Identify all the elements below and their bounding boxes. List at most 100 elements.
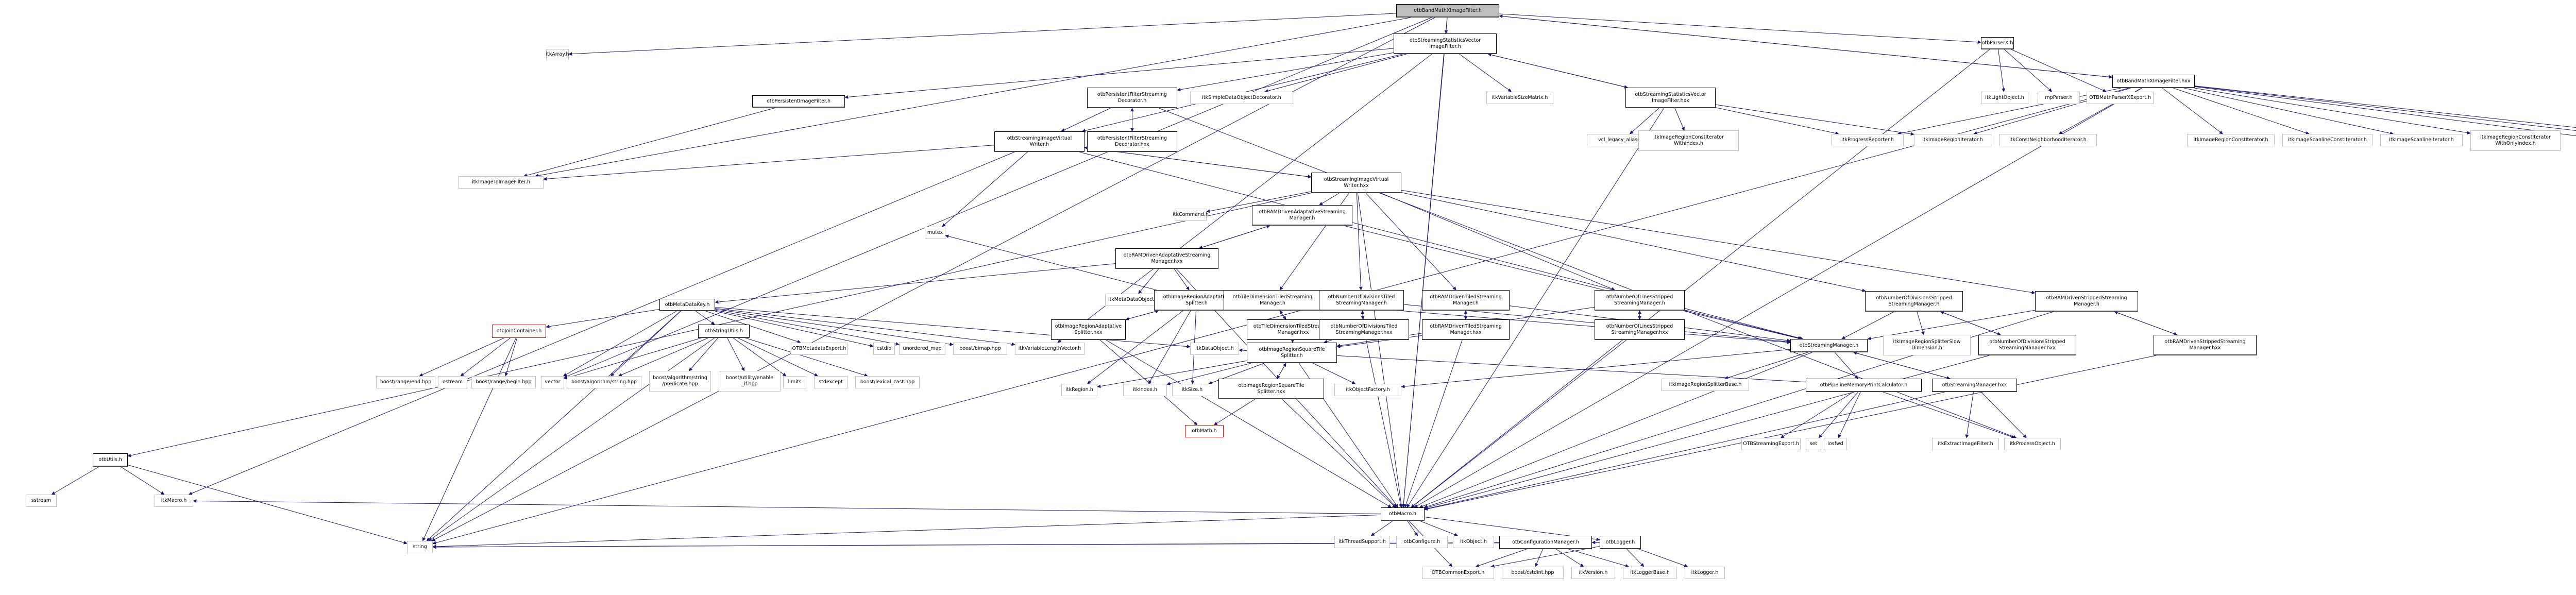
graph-node-siwv_h[interactable]: otbStreamingImageVirtual Writer.h xyxy=(994,131,1084,152)
graph-node-pmpc[interactable]: otbPipelineMemoryPrintCalculator.h xyxy=(1806,379,1922,392)
edge-nols_h-to-sm_h xyxy=(1682,310,1802,340)
graph-node-commonexport: OTBCommonExport.h xyxy=(1422,567,1494,579)
graph-node-iras_hxx[interactable]: otbImageRegionAdaptative Splitter.hxx xyxy=(1051,319,1126,340)
edge-siwv_hxx-to-itkcommand xyxy=(1206,191,1312,213)
graph-node-itkcommand: itkCommand.h xyxy=(1173,209,1209,221)
graph-node-rams_hxx[interactable]: otbRAMDrivenStrippedStreaming Manager.hx… xyxy=(2154,335,2257,355)
edge-root-to-parserx xyxy=(1499,13,1981,44)
edge-strutils-to-algpred xyxy=(689,337,718,371)
edge-nodt_hxx-to-otbmacro xyxy=(1366,339,1402,508)
graph-node-ircifi_b: itkImageRegionConstIterator WithOnlyInde… xyxy=(2470,130,2561,151)
edge-sm_h-to-objfactory xyxy=(1401,349,1791,388)
edge-mdkey-to-mdexport xyxy=(705,311,801,344)
graph-node-confmgr[interactable]: otbConfigurationManager.h xyxy=(1499,536,1592,549)
graph-node-pfsd_hxx[interactable]: otbPersistentFilterStreaming Decorator.h… xyxy=(1087,131,1177,152)
graph-node-persist_if[interactable]: otbPersistentImageFilter.h xyxy=(752,95,845,108)
graph-node-otblogger[interactable]: otbLogger.h xyxy=(1600,536,1641,549)
edge-mdkey-to-umap xyxy=(715,310,900,346)
edge-ramt_hxx-to-otbmacro xyxy=(1404,339,1463,508)
graph-node-otbmacro[interactable]: otbMacro.h xyxy=(1381,507,1425,521)
graph-node-nodt_h[interactable]: otbNumberOfDivisionsTiled StreamingManag… xyxy=(1319,290,1404,311)
graph-node-itklogger: itkLogger.h xyxy=(1685,567,1725,579)
edge-pmpc-to-streamexport xyxy=(1780,392,1854,438)
graph-node-otbutils[interactable]: otbUtils.h xyxy=(93,453,128,467)
edge-root-to-img2img xyxy=(535,17,1411,178)
graph-node-itkregion: itkRegion.h xyxy=(1061,384,1097,396)
graph-node-metadataobj: itkMetaDataObject.h xyxy=(1105,294,1162,306)
edge-irsts_h-to-objfactory xyxy=(1313,363,1356,384)
graph-node-ramadapt_hxx[interactable]: otbRAMDrivenAdaptativeStreaming Manager.… xyxy=(1115,248,1218,269)
edge-bmx_hxx-to-scanconst xyxy=(2173,88,2310,135)
graph-node-irsts_hxx[interactable]: otbImageRegionSquareTile Splitter.hxx xyxy=(1218,379,1324,399)
edge-joincont-to-rangeend xyxy=(419,337,504,377)
graph-node-string: string xyxy=(407,541,433,553)
graph-node-tdt_h[interactable]: otbTileDimensionTiledStreaming Manager.h xyxy=(1224,290,1321,311)
edge-siwv_hxx-to-siwv_h xyxy=(1084,146,1312,178)
graph-node-mdkey[interactable]: otbMetaDataKey.h xyxy=(659,299,715,311)
graph-node-ramadapt_h[interactable]: otbRAMDrivenAdaptativeStreaming Manager.… xyxy=(1252,205,1352,226)
graph-node-otbconfigure: otbConfigure.h xyxy=(1396,536,1448,548)
graph-node-set: set xyxy=(1806,438,1821,450)
graph-node-sm_hxx[interactable]: otbStreamingManager.hxx xyxy=(1932,379,2017,392)
edge-ssvif_hxx-to-otbmacro xyxy=(1406,108,1665,508)
edge-joincont-to-ostream xyxy=(460,337,511,377)
edge-ssvif_hxx-to-progress xyxy=(1715,107,1839,135)
edge-strutils-to-vector xyxy=(564,337,702,380)
graph-node-otbmath[interactable]: otbMath.h xyxy=(1185,425,1224,437)
graph-node-ramt_hxx[interactable]: otbRAMDrivenTiledStreaming Manager.hxx xyxy=(1422,319,1510,340)
graph-node-objfactory: itkObjectFactory.h xyxy=(1334,384,1401,396)
graph-node-mdexport: OTBMetadataExport.h xyxy=(791,343,848,355)
graph-node-nodt_hxx[interactable]: otbNumberOfDivisionsTiled StreamingManag… xyxy=(1319,319,1409,340)
graph-node-joincont[interactable]: otbJoinContainer.h xyxy=(492,325,546,338)
edge-sm_hxx-to-sm_h xyxy=(1853,351,1950,379)
graph-node-itksize: itkSize.h xyxy=(1172,384,1212,396)
edge-ssvif_hxx-to-regioniter xyxy=(1715,104,1914,136)
edge-strutils-to-enableif xyxy=(727,337,745,371)
graph-node-rams_h[interactable]: otbRAMDrivenStrippedStreaming Manager.h xyxy=(2035,291,2138,312)
graph-node-nols_hxx[interactable]: otbNumberOfLinesStripped StreamingManage… xyxy=(1595,319,1685,340)
graph-node-sm_h[interactable]: otbStreamingManager.h xyxy=(1790,339,1868,352)
edge-confmgr-to-loggerbase xyxy=(1568,549,1629,568)
graph-node-itkindex: itkIndex.h xyxy=(1123,384,1167,396)
graph-node-strutils[interactable]: otbStringUtils.h xyxy=(698,325,750,338)
graph-node-ssvif_h[interactable]: otbStreamingStatisticsVector ImageFilter… xyxy=(1394,33,1497,54)
graph-node-constnbh: itkConstNeighborhoodIterator.h xyxy=(1999,134,2097,146)
graph-node-bimap: boost/bimap.hpp xyxy=(953,343,1007,355)
edge-joincont-to-rangebegin xyxy=(504,337,518,377)
graph-node-cstdint: boost/cstdint.hpp xyxy=(1502,567,1564,579)
graph-node-root[interactable]: otbBandMathXImageFilter.h xyxy=(1396,4,1499,18)
edge-ramadapt_hxx-to-mdkey xyxy=(715,263,1116,304)
graph-node-ramt_h[interactable]: otbRAMDrivenTiledStreaming Manager.h xyxy=(1422,290,1510,311)
edge-otbutils-to-itkmacro xyxy=(121,466,165,495)
edge-strutils-to-limits xyxy=(733,337,787,377)
edge-otblogger-to-loggerbase xyxy=(1626,549,1645,567)
graph-node-nods_hxx[interactable]: otbNumberOfDivisionsStripped StreamingMa… xyxy=(1978,335,2076,355)
edge-nods_hxx-to-nods_h xyxy=(1940,311,2001,335)
edge-iras_hxx-to-iras_h xyxy=(1125,310,1159,320)
edge-root-to-string xyxy=(431,17,1435,541)
graph-node-siwv_hxx[interactable]: otbStreamingImageVirtual Writer.hxx xyxy=(1311,173,1401,193)
graph-node-itkArray: itkArray.h xyxy=(546,49,569,60)
edge-siwv_h-to-itkmacro xyxy=(188,151,1015,495)
edge-rams_h-to-sm_h xyxy=(1867,310,2036,341)
edge-siwv_hxx-to-nols_h xyxy=(1381,193,1615,291)
graph-node-itkobject: itkObject.h xyxy=(1453,536,1494,548)
graph-node-nols_h[interactable]: otbNumberOfLinesStripped StreamingManage… xyxy=(1595,290,1685,311)
graph-node-irsts_h[interactable]: otbImageRegionSquareTile Splitter.h xyxy=(1247,343,1337,363)
graph-node-stdexcept: stdexcept xyxy=(814,376,848,388)
graph-node-pfsd_h[interactable]: otbPersistentFilterStreaming Decorator.h xyxy=(1087,88,1177,108)
graph-node-bmx_hxx[interactable]: otbBandMathXImageFilter.hxx xyxy=(2112,75,2195,88)
graph-node-nods_h[interactable]: otbNumberOfDivisionsStripped StreamingMa… xyxy=(1865,291,1963,312)
edge-nodt_hxx-to-irsts_h xyxy=(1324,339,1332,344)
graph-node-lexcast: boost/lexical_cast.hpp xyxy=(855,376,920,388)
edge-ssvif_h-to-simpledeco xyxy=(1264,54,1406,93)
graph-node-ircifi_a: itkImageRegionConstIterator WithIndex.h xyxy=(1638,130,1739,151)
edge-sm_hxx-to-extractif xyxy=(1965,392,1974,438)
graph-node-parserx[interactable]: otbParserX.h xyxy=(1981,37,2014,49)
edge-otbmacro-to-string xyxy=(432,514,1381,549)
edge-mdkey-to-joincont xyxy=(546,309,660,329)
graph-node-ssvif_hxx[interactable]: otbStreamingStatisticsVector ImageFilter… xyxy=(1625,88,1716,108)
edge-otbutils-to-sstream xyxy=(51,466,99,495)
